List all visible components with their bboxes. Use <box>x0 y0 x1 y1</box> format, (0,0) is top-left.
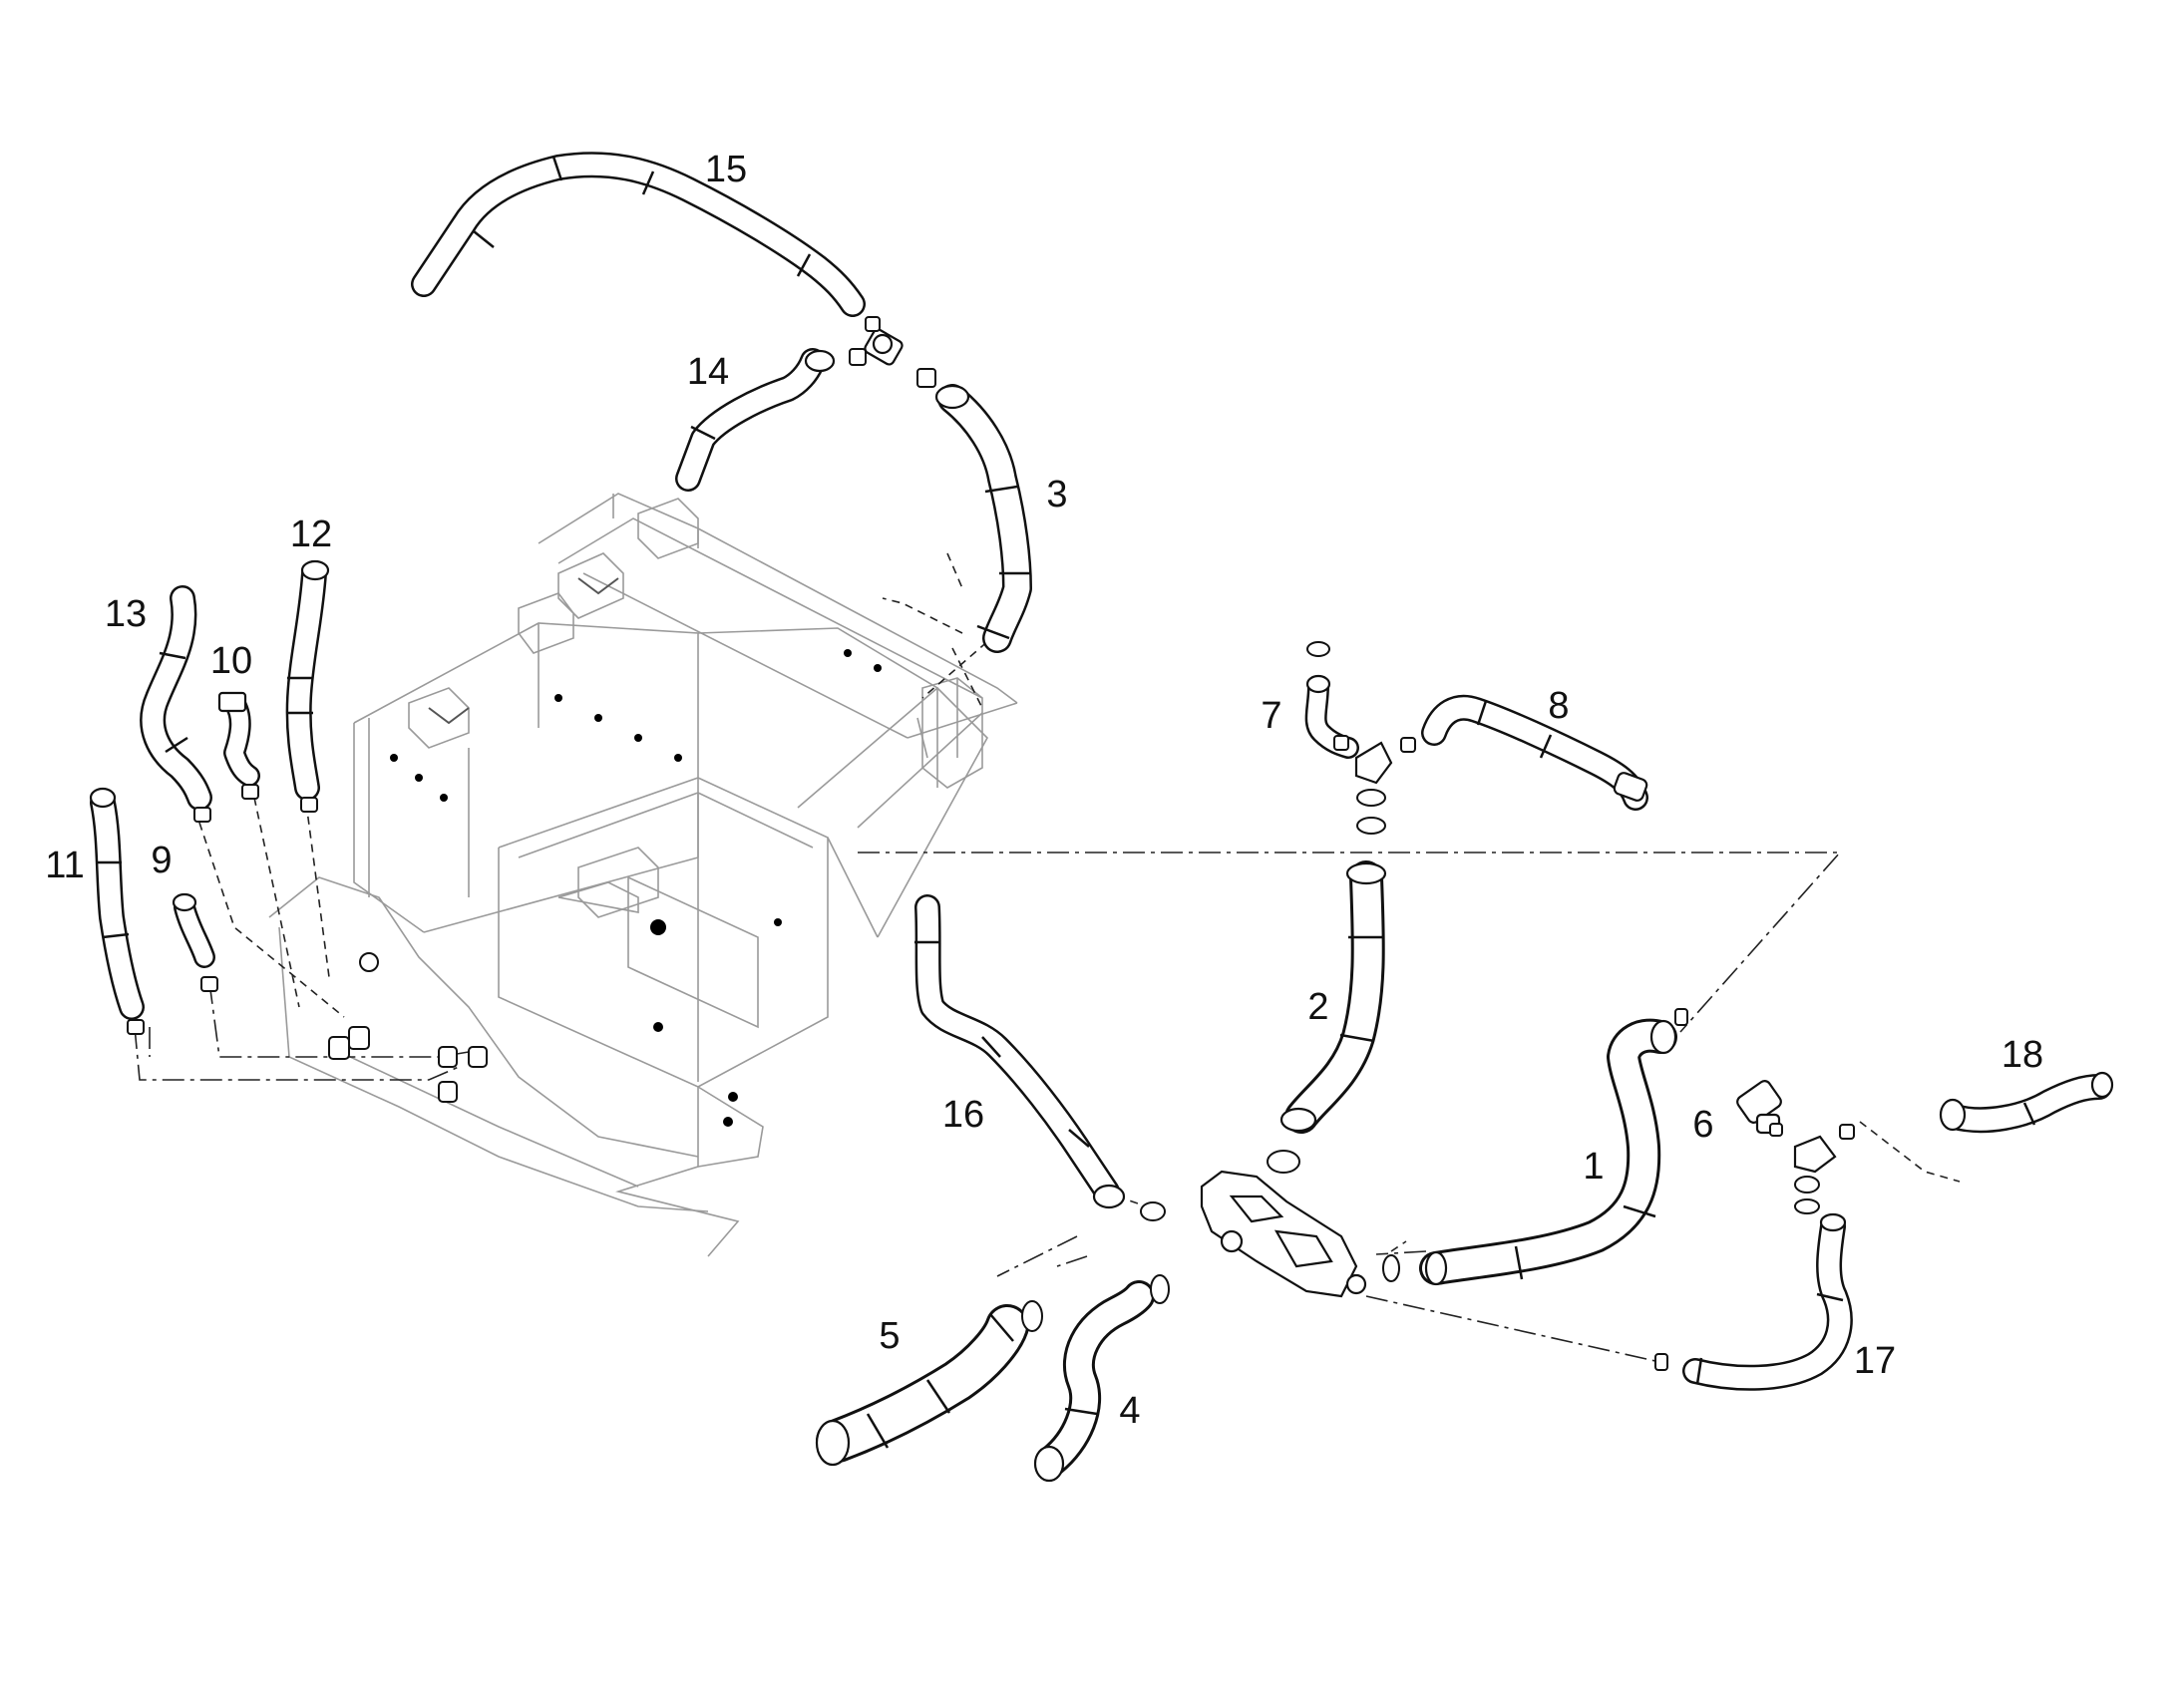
callout-2: 2 <box>1307 986 1328 1028</box>
callout-9: 9 <box>151 840 172 881</box>
callout-4: 4 <box>1119 1390 1140 1432</box>
hose-10[interactable] <box>217 691 260 800</box>
callout-18: 18 <box>2001 1034 2043 1076</box>
hose-3[interactable] <box>934 384 1032 653</box>
chassis-frame <box>268 493 1018 1257</box>
hose-15[interactable] <box>411 152 866 317</box>
callout-1: 1 <box>1583 1146 1604 1188</box>
hose-16[interactable] <box>914 894 1166 1221</box>
hose-18[interactable] <box>1939 1071 2114 1134</box>
callout-5: 5 <box>879 1315 900 1357</box>
frame-bolt-holes <box>390 649 882 1127</box>
hose-1[interactable] <box>1382 1008 1688 1286</box>
callout-13: 13 <box>105 593 147 635</box>
callout-15: 15 <box>705 149 747 190</box>
callout-3: 3 <box>1046 474 1067 515</box>
hose-11[interactable] <box>89 787 145 1035</box>
callout-14: 14 <box>687 351 729 393</box>
callout-labels: 15 14 3 12 13 10 11 9 7 8 2 16 1 6 18 5 … <box>45 149 2043 1432</box>
hose-2[interactable] <box>1267 860 1387 1174</box>
callout-17: 17 <box>1854 1340 1896 1382</box>
hose-12[interactable] <box>285 559 330 813</box>
callout-6: 6 <box>1692 1104 1713 1146</box>
y-fitting-7-8[interactable] <box>1333 735 1416 835</box>
callout-16: 16 <box>942 1094 984 1136</box>
hose-4[interactable] <box>1033 1274 1170 1483</box>
hose-17[interactable] <box>1654 1212 1853 1391</box>
frame-fittings <box>328 952 488 1103</box>
callout-11: 11 <box>45 845 84 886</box>
hose-5[interactable] <box>815 1300 1043 1467</box>
hose-8[interactable] <box>1421 694 1648 811</box>
tee-fitting-top[interactable] <box>849 316 936 388</box>
hose-7[interactable] <box>1304 641 1359 759</box>
callout-12: 12 <box>290 513 332 555</box>
water-manifold[interactable] <box>1200 1170 1367 1298</box>
callout-10: 10 <box>210 640 252 682</box>
leader-lines <box>134 552 1961 1362</box>
hose-14[interactable] <box>675 348 836 492</box>
callout-8: 8 <box>1548 685 1569 727</box>
fitting-6[interactable] <box>1735 1079 1855 1214</box>
hose-13[interactable] <box>140 585 212 823</box>
callout-7: 7 <box>1261 695 1281 737</box>
hose-9[interactable] <box>172 892 218 992</box>
